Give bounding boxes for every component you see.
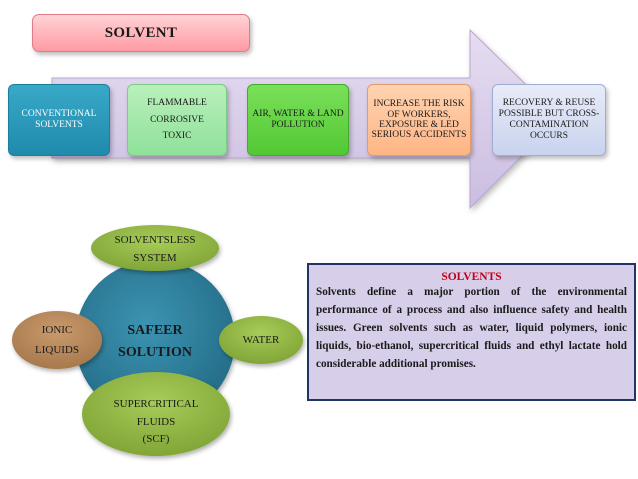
solvents-info-box: SOLVENTS Solvents define a major portion… [307, 263, 636, 401]
ionic-liquids-circle [12, 311, 102, 369]
flammable-box: FLAMMABLE CORROSIVE TOXIC [127, 84, 227, 156]
safer-solution-cycle [12, 225, 303, 456]
info-title: SOLVENTS [441, 271, 502, 283]
ionic-liquids-label: IONIC LIQUIDS [22, 320, 92, 361]
hazard-corrosive: CORROSIVE [150, 114, 204, 125]
water-circle [219, 316, 303, 364]
pollution-label: AIR, WATER & LAND POLLUTION [252, 108, 344, 130]
ionic-line-2: LIQUIDS [35, 344, 79, 357]
scf-circle [82, 372, 230, 456]
pollution-box: AIR, WATER & LAND POLLUTION [247, 84, 349, 156]
solvent-title: SOLVENT [32, 14, 250, 52]
supercritical-fluids-label: SUPERCRITICAL FLUIDS (SCF) [100, 396, 212, 449]
solventless-circle [91, 225, 219, 271]
solventless-line-1: SOLVENTSLESS [114, 234, 196, 246]
center-line-1: SAFEER [127, 323, 183, 338]
scf-line-3: (SCF) [142, 433, 170, 446]
hazard-list: FLAMMABLE CORROSIVE TOXIC [147, 95, 207, 145]
worker-risk-box: INCREASE THE RISK OF WORKERS, EXPOSURE &… [367, 84, 471, 156]
solventless-system-label: SOLVENTSLESS SYSTEM [95, 232, 215, 267]
recovery-label: RECOVERY & REUSE POSSIBLE BUT CROSS-CONT… [498, 98, 600, 141]
worker-risk-label: INCREASE THE RISK OF WORKERS, EXPOSURE &… [371, 99, 467, 141]
solventless-line-2: SYSTEM [133, 251, 177, 264]
hazard-toxic: TOXIC [162, 131, 192, 142]
scf-line-2: FLUIDS [136, 415, 176, 428]
center-line-2: SOLUTION [118, 344, 192, 360]
safer-solution-label: SAFEER SOLUTION [104, 320, 206, 363]
ionic-line-1: IONIC [41, 324, 73, 336]
scf-line-1: SUPERCRITICAL [113, 398, 199, 410]
conventional-solvents-label: CONVENTIONAL SOLVENTS [21, 108, 97, 130]
conventional-solvents-box: CONVENTIONAL SOLVENTS [8, 84, 110, 156]
hazard-flammable: FLAMMABLE [147, 98, 207, 109]
info-body: Solvents define a major portion of the e… [316, 286, 627, 370]
recovery-box: RECOVERY & REUSE POSSIBLE BUT CROSS-CONT… [492, 84, 606, 156]
water-label: WATER [242, 334, 280, 346]
